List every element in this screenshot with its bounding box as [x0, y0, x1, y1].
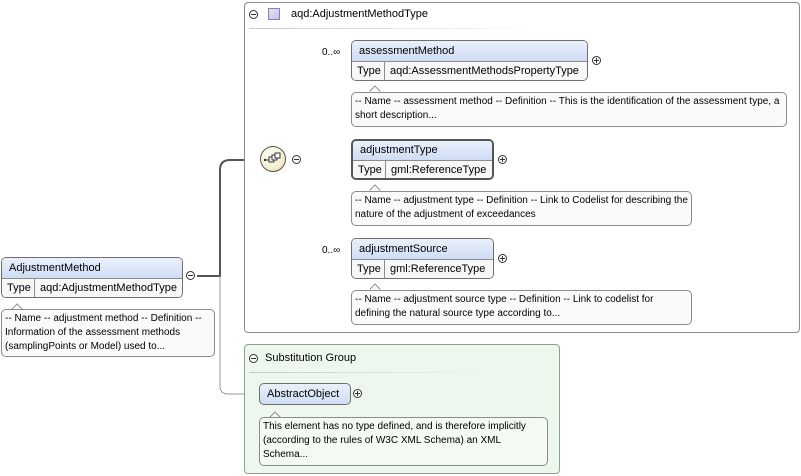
- collapse-minus-icon[interactable]: [292, 155, 301, 164]
- abstractobject-documentation: This element has no type defined, and is…: [259, 417, 548, 466]
- type-key: Type: [353, 161, 386, 178]
- element-assessmentmethod[interactable]: assessmentMethod Type aqd:AssessmentMeth…: [351, 40, 588, 81]
- root-element-name: AdjustmentMethod: [2, 258, 182, 279]
- complex-type-panel-header: aqd:AdjustmentMethodType: [249, 8, 428, 20]
- type-value: gml:ReferenceType: [390, 263, 486, 275]
- root-element-adjustmentmethod[interactable]: AdjustmentMethod Type aqd:AdjustmentMeth…: [1, 257, 183, 298]
- root-documentation: -- Name -- adjustment method -- Definiti…: [1, 309, 215, 357]
- root-type-value: aqd:AdjustmentMethodType: [40, 282, 177, 294]
- element-documentation: -- Name -- adjustment source type -- Def…: [351, 290, 692, 325]
- element-name: adjustmentType: [353, 141, 492, 161]
- element-documentation: -- Name -- adjustment type -- Definition…: [351, 191, 692, 226]
- type-key: Type: [352, 260, 385, 278]
- element-documentation: -- Name -- assessment method -- Definiti…: [351, 92, 787, 127]
- complex-type-name: aqd:AdjustmentMethodType: [291, 8, 428, 20]
- element-abstractobject[interactable]: AbstractObject: [259, 383, 351, 405]
- expand-plus-icon[interactable]: [498, 155, 507, 164]
- panel-divider: [249, 28, 539, 29]
- occurrence-label: 0..∞: [322, 47, 341, 58]
- root-type-row: Type aqd:AdjustmentMethodType: [2, 279, 182, 297]
- type-row: Type aqd:AssessmentMethodsPropertyType: [352, 62, 587, 80]
- element-adjustmentsource[interactable]: adjustmentSource Type gml:ReferenceType: [351, 238, 494, 279]
- expand-plus-icon[interactable]: [592, 56, 601, 65]
- type-key: Type: [352, 62, 385, 80]
- collapse-minus-icon[interactable]: [249, 9, 258, 19]
- complex-type-icon: [268, 8, 280, 20]
- expand-plus-icon[interactable]: [353, 389, 362, 398]
- occurrence-label: 0..∞: [322, 245, 341, 256]
- substitution-group-title: Substitution Group: [265, 352, 357, 364]
- root-type-key: Type: [2, 279, 35, 297]
- collapse-minus-icon[interactable]: [249, 353, 258, 363]
- element-name: assessmentMethod: [352, 41, 587, 62]
- type-row: Type gml:ReferenceType: [352, 260, 493, 278]
- type-row: Type gml:ReferenceType: [353, 161, 492, 178]
- expand-plus-icon[interactable]: [498, 254, 507, 263]
- element-adjustmenttype[interactable]: adjustmentType Type gml:ReferenceType: [351, 139, 494, 180]
- sequence-compositor-icon[interactable]: [260, 146, 286, 172]
- substitution-group-header: Substitution Group: [249, 352, 356, 364]
- collapse-minus-icon[interactable]: [186, 271, 195, 280]
- element-name: adjustmentSource: [352, 239, 493, 260]
- type-value: aqd:AssessmentMethodsPropertyType: [390, 65, 579, 77]
- type-value: gml:ReferenceType: [391, 164, 487, 176]
- panel-divider: [249, 372, 489, 373]
- sequence-glyph-icon: [263, 152, 281, 163]
